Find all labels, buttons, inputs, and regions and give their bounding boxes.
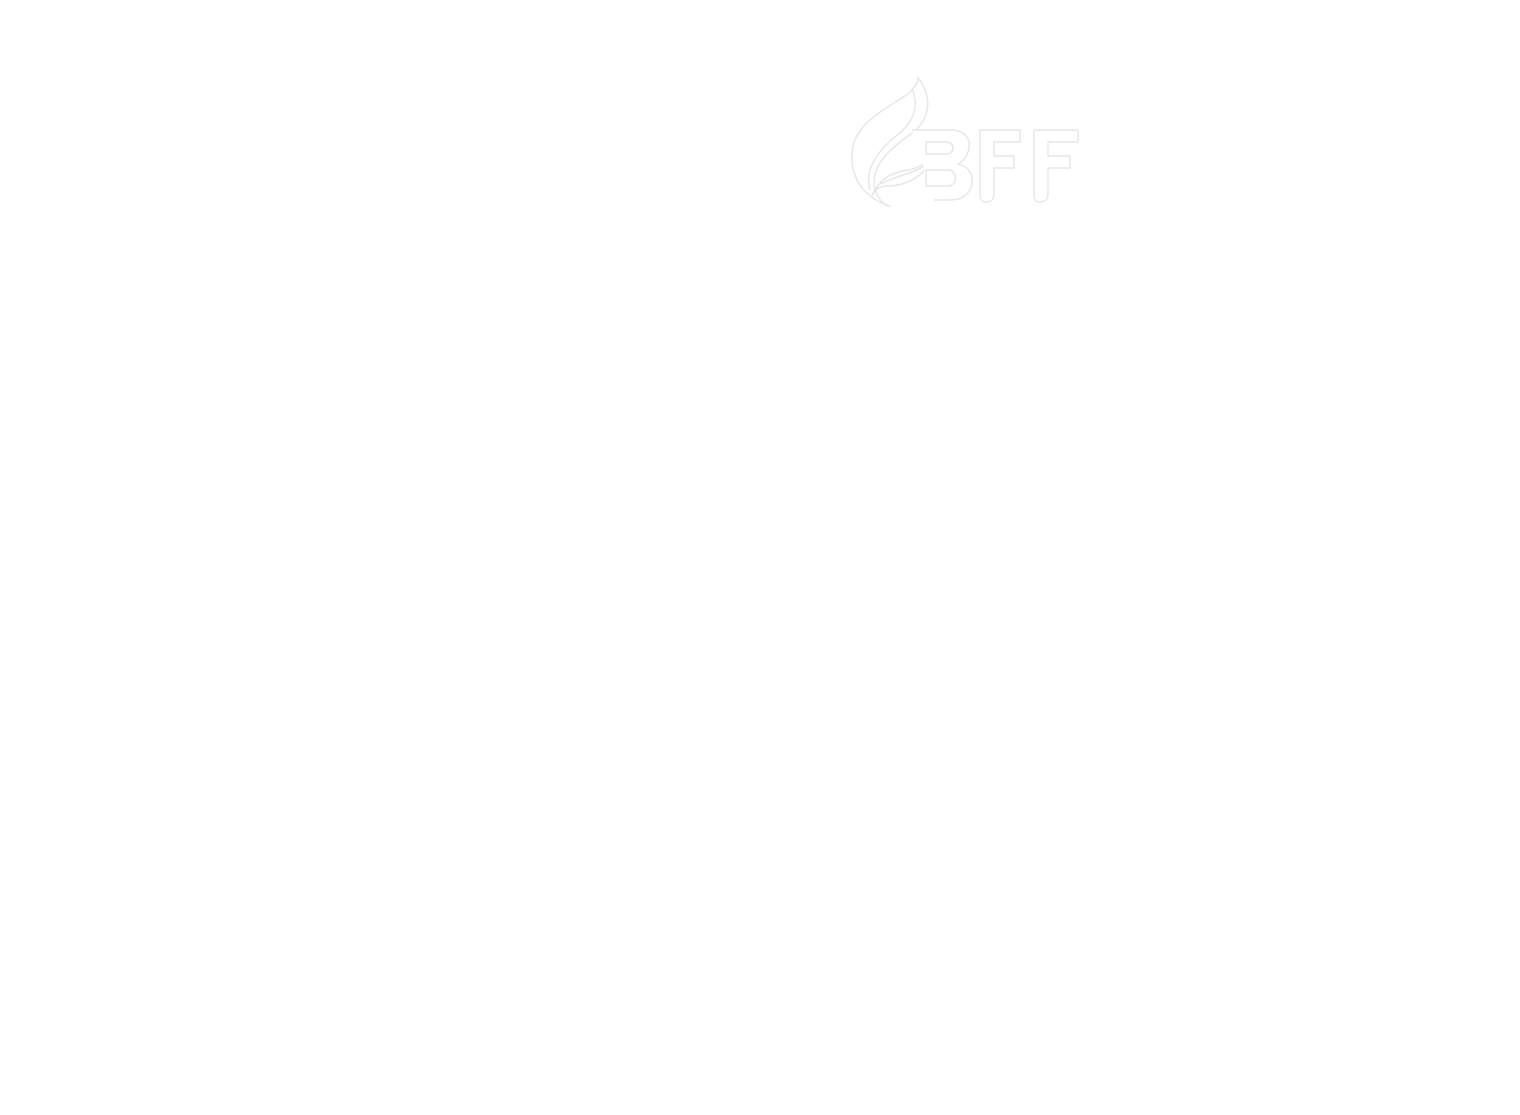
brand-logo-graphic [851,76,1079,207]
bff-lettermark [912,129,1079,203]
brand-logo [846,74,1086,210]
